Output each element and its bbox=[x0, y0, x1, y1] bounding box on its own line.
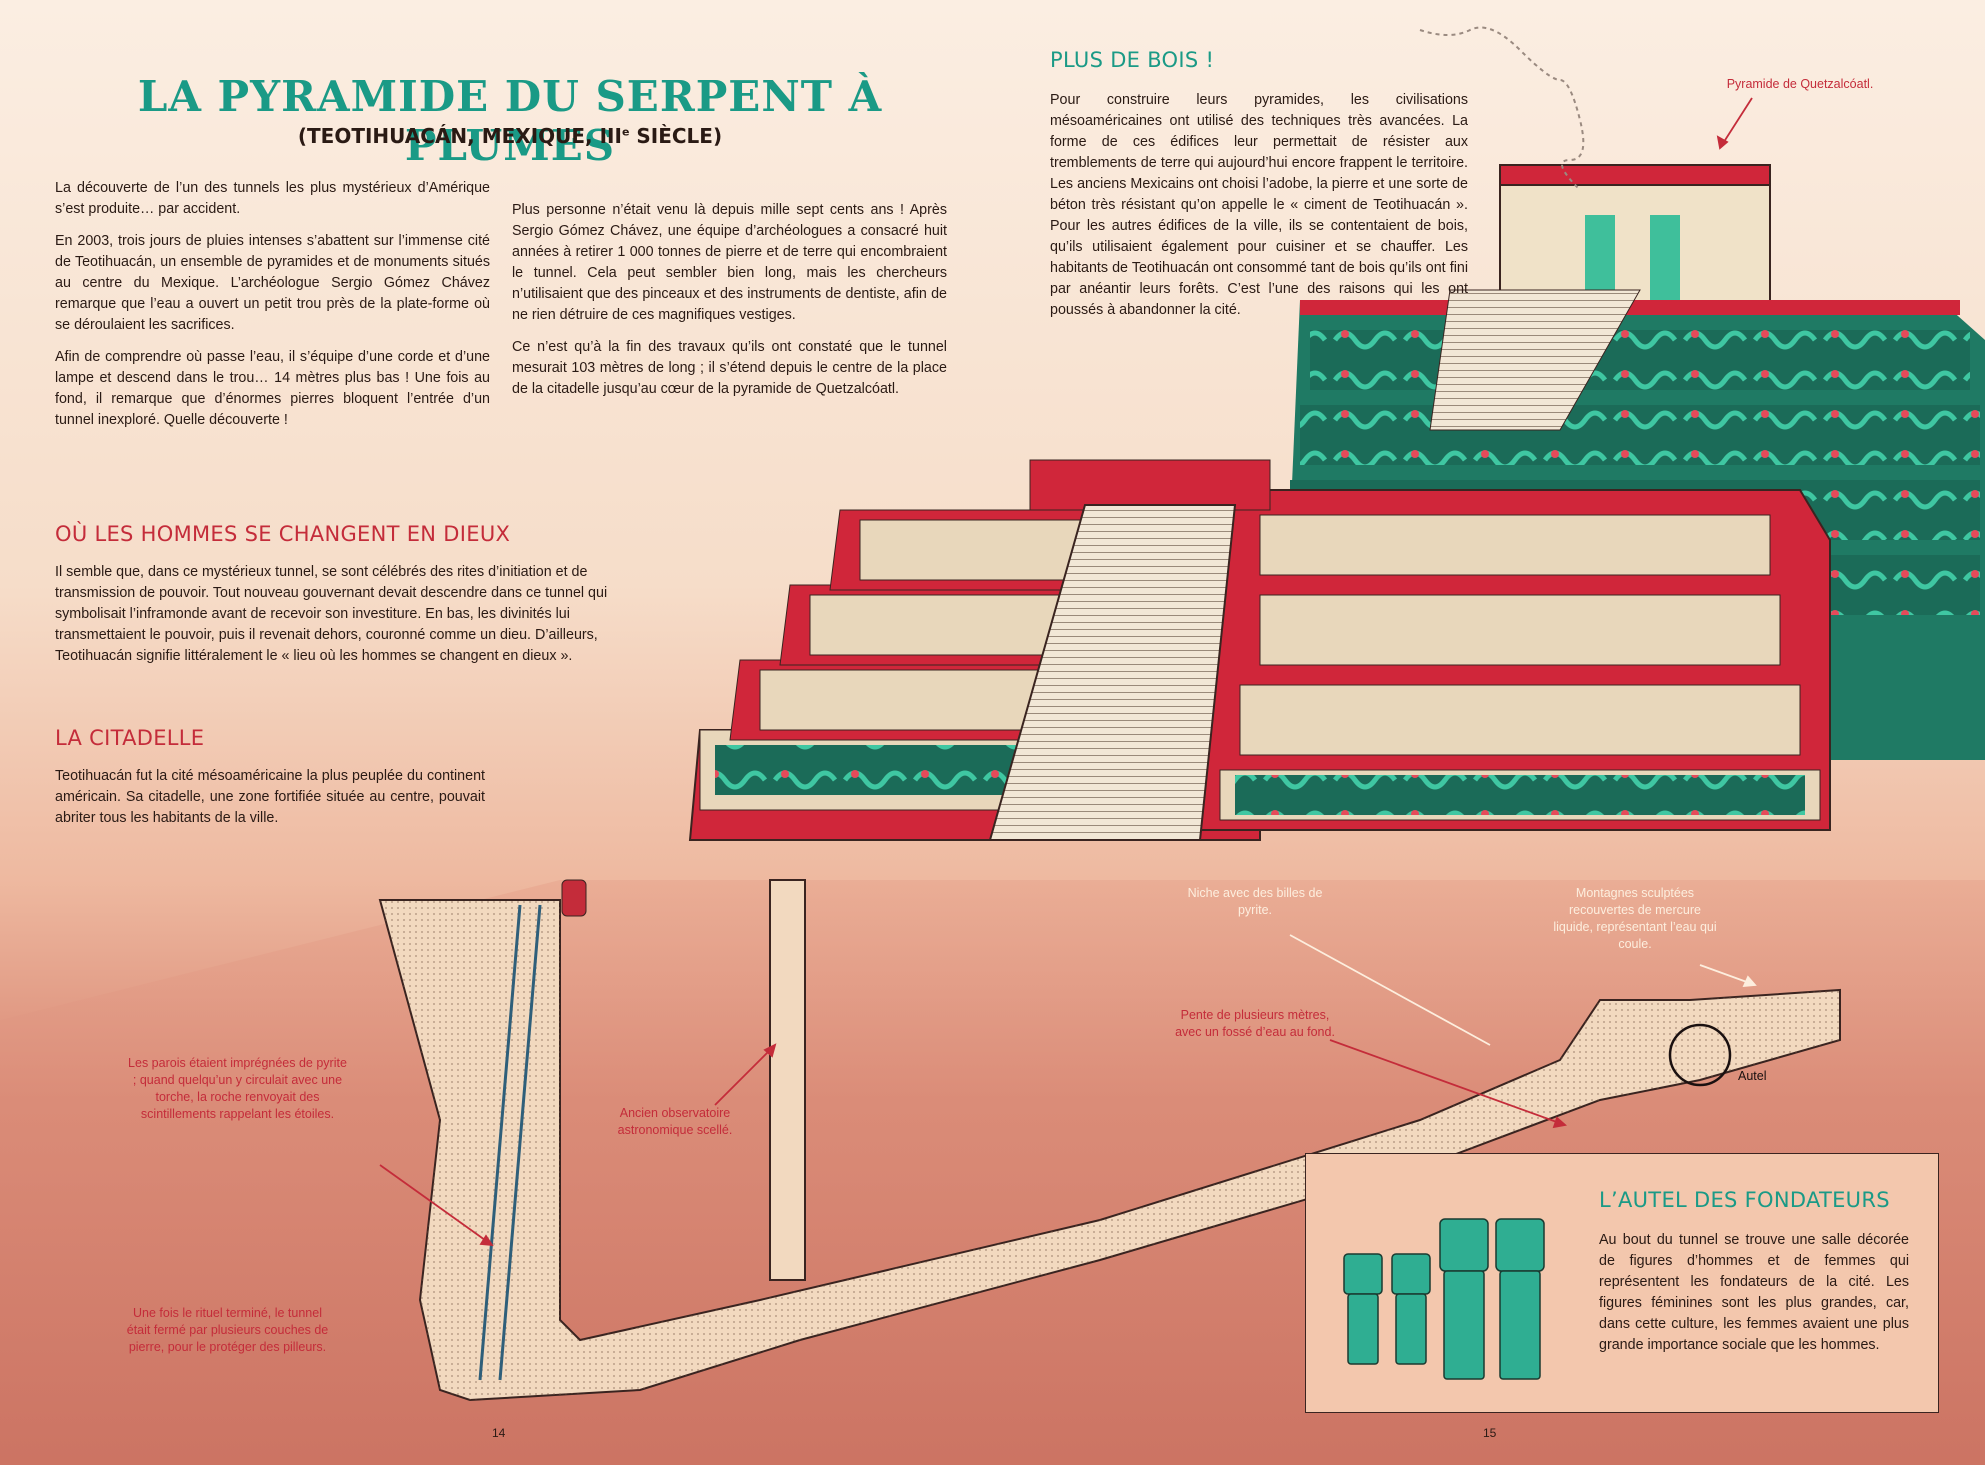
page-number-left: 14 bbox=[492, 1426, 506, 1440]
caption-autel: Autel bbox=[1738, 1069, 1767, 1083]
page-title: LA PYRAMIDE DU SERPENT À PLUMES bbox=[137, 72, 883, 170]
page-number-right: 15 bbox=[1483, 1426, 1497, 1440]
section-text-autel: Au bout du tunnel se trouve une salle dé… bbox=[1599, 1232, 1909, 1353]
caption-pente: Pente de plusieurs mètres, avec un fossé… bbox=[1175, 1008, 1335, 1039]
intro-column-1: La découverte de l’un des tunnels les pl… bbox=[55, 178, 490, 442]
paragraph: Plus personne n’était venu là depuis mil… bbox=[512, 202, 947, 323]
paragraph: Ce n’est qu’à la fin des travaux qu’ils … bbox=[512, 339, 947, 397]
subtitle-main: (TEOTIHUACÁN, MEXIQUE, III bbox=[297, 124, 622, 148]
paragraph: Afin de comprendre où passe l’eau, il s’… bbox=[55, 349, 490, 428]
paragraph: La découverte de l’un des tunnels les pl… bbox=[55, 180, 490, 217]
subtitle-end: SIÈCLE) bbox=[629, 124, 723, 148]
intro-column-2: Plus personne n’était venu là depuis mil… bbox=[512, 200, 947, 411]
section-text-citadelle: Teotihuacán fut la cité mésoaméricaine l… bbox=[55, 768, 485, 826]
caption-pyramide: Pyramide de Quetzalcóatl. bbox=[1726, 77, 1874, 91]
founders-figures-illustration bbox=[1343, 1218, 1545, 1380]
caption-parois: Les parois étaient imprégnées de pyrite … bbox=[128, 1056, 347, 1121]
tunnel-section bbox=[378, 879, 1841, 1402]
caption-montagnes: Montagnes sculptées recouvertes de mercu… bbox=[1553, 886, 1717, 951]
page-subtitle: (TEOTIHUACÁN, MEXIQUE, IIIe SIÈCLE) bbox=[110, 124, 910, 148]
section-heading-autel: L’AUTEL DES FONDATEURS bbox=[1599, 1188, 1890, 1212]
paragraph: En 2003, trois jours de pluies intenses … bbox=[55, 233, 490, 333]
section-heading-dieux: OÙ LES HOMMES SE CHANGENT EN DIEUX bbox=[55, 522, 511, 546]
section-heading-bois: PLUS DE BOIS ! bbox=[1050, 48, 1215, 72]
caption-niche: Niche avec des billes de pyrite. bbox=[1187, 886, 1323, 917]
front-pyramid bbox=[688, 459, 1831, 841]
caption-observatoire: Ancien observatoire astronomique scellé. bbox=[617, 1106, 733, 1137]
founders-box: L’AUTEL DES FONDATEURS Au bout du tunnel… bbox=[1305, 1153, 1939, 1413]
section-text-dieux: Il semble que, dans ce mystérieux tunnel… bbox=[55, 564, 608, 664]
subtitle-superscript: e bbox=[621, 125, 630, 139]
section-heading-citadelle: LA CITADELLE bbox=[55, 726, 205, 750]
caption-arrows-light bbox=[1289, 934, 1757, 1046]
caption-rituel: Une fois le rituel terminé, le tunnel ét… bbox=[126, 1306, 329, 1354]
section-text-bois: Pour construire leurs pyramides, les civ… bbox=[1050, 92, 1468, 318]
smoke bbox=[1419, 26, 1585, 191]
caption-arrows bbox=[379, 97, 1753, 1247]
